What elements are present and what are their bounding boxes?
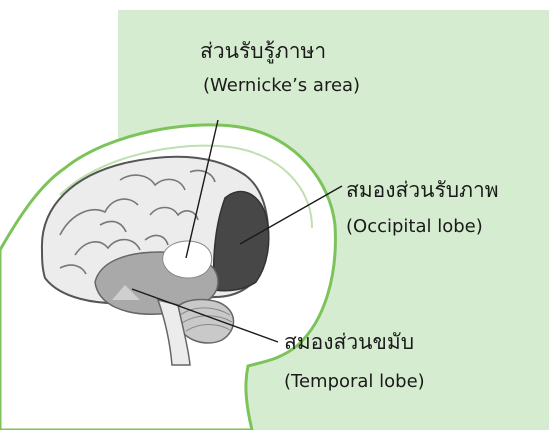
occipital-label-thai: สมองส่วนรับภาพ <box>346 174 499 207</box>
temporal-label-thai: สมองส่วนขมับ <box>284 326 414 359</box>
occipital-label-english: (Occipital lobe) <box>346 216 483 237</box>
wernicke-label-english: (Wernicke’s area) <box>203 75 360 96</box>
temporal-label-english: (Temporal lobe) <box>284 371 425 392</box>
occipital-lobe <box>214 192 269 291</box>
wernicke-area <box>163 241 212 278</box>
wernicke-label-thai: ส่วนรับรู้ภาษา <box>200 35 326 68</box>
